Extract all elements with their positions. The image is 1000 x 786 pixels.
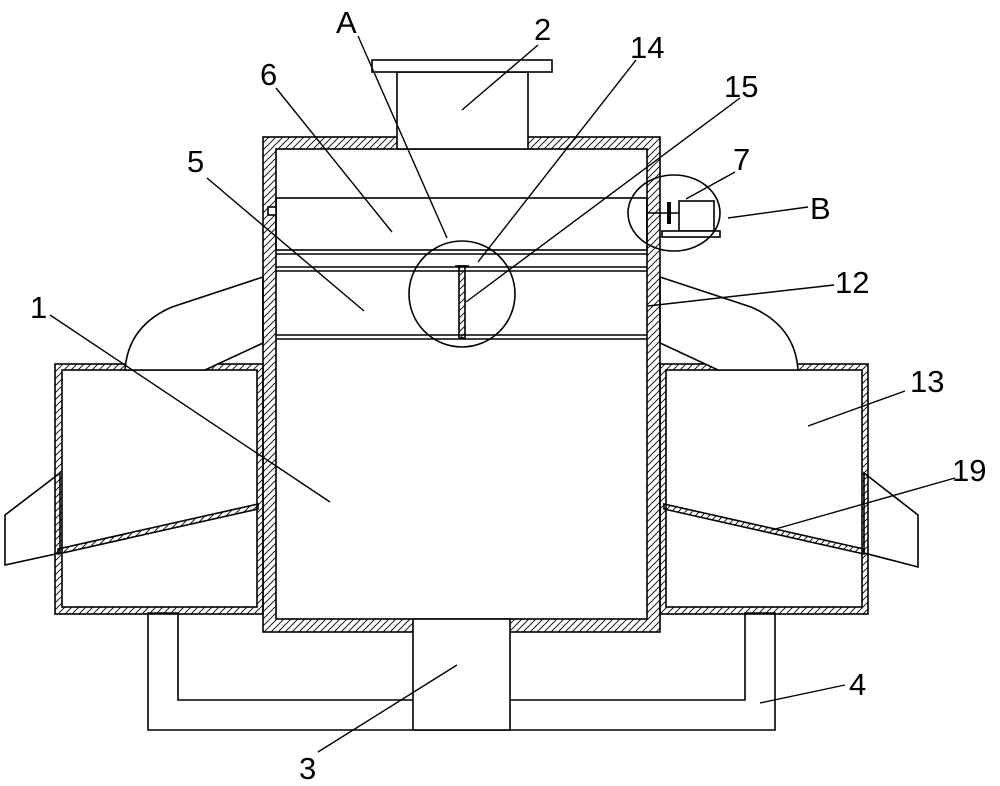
callout-labels: A 2 14 6 15 7 5 B 12 1 13 19 4 3 (30, 5, 986, 786)
bottom-outlet (412, 618, 511, 731)
motor-bracket (661, 230, 721, 238)
right-side-box (659, 363, 869, 615)
callout-1: 1 (30, 290, 47, 325)
callout-4: 4 (849, 667, 866, 702)
rotating-drum (267, 197, 648, 255)
left-side-box (54, 363, 264, 615)
callout-14: 14 (630, 30, 664, 65)
right-discharge-spout (863, 471, 919, 569)
callout-12: 12 (835, 265, 869, 300)
callout-15: 15 (724, 69, 758, 104)
callout-19: 19 (952, 453, 986, 488)
vertical-rod (455, 265, 469, 339)
inlet-pipe (371, 59, 553, 150)
callout-13: 13 (910, 364, 944, 399)
motor-assembly (647, 200, 721, 238)
main-body (262, 136, 661, 633)
leader-lines (49, 35, 956, 753)
motor (678, 200, 715, 232)
left-inclined-plate (57, 503, 259, 555)
left-discharge-spout (4, 471, 61, 566)
detail-circle-b (627, 174, 721, 252)
callout-7: 7 (733, 142, 750, 177)
left-connecting-pipe (124, 275, 264, 371)
callout-2: 2 (534, 12, 551, 47)
callout-5: 5 (187, 144, 204, 179)
callout-6: 6 (260, 57, 277, 92)
callout-3: 3 (299, 751, 316, 786)
detail-circle-a (408, 240, 516, 348)
callout-b: B (810, 191, 831, 226)
callout-a: A (336, 5, 357, 40)
right-inclined-plate (663, 503, 865, 555)
